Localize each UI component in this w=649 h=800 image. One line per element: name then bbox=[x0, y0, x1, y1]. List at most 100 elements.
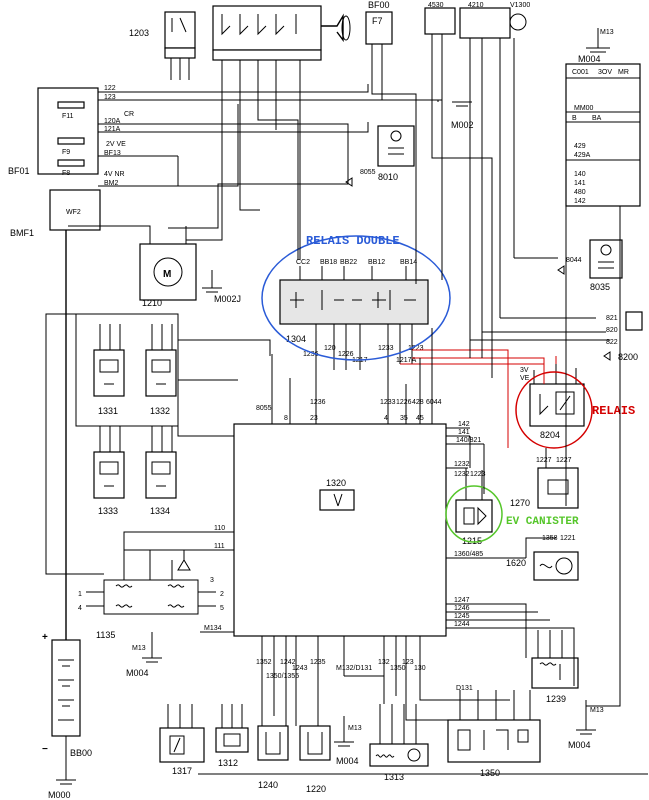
label-1350: 1350 bbox=[480, 768, 500, 778]
c1215-pin-1: 1223 bbox=[470, 471, 486, 478]
relay-bottom-5: 1217A bbox=[396, 357, 417, 364]
ecu-bottom-9: 130 bbox=[414, 665, 426, 672]
bf01-row-5: BM2 bbox=[104, 180, 119, 187]
ecu-bottom-1: 1350/1355 bbox=[266, 673, 299, 680]
ecu-top-2: 1233 bbox=[380, 399, 396, 406]
ecu-left-2: M134 bbox=[204, 625, 222, 632]
ecu-bottom-7: 1350 bbox=[390, 665, 406, 672]
label-f7: F7 bbox=[372, 16, 383, 26]
rb-head-1: 3OV bbox=[598, 69, 612, 76]
label-m002: M002 bbox=[451, 120, 474, 130]
relay-1304: 1304 CC2 BB18 BB22 BB12 BB14 1236 120 12… bbox=[279, 259, 429, 420]
c1135-pin-4: 5 bbox=[220, 605, 224, 612]
label-1270: 1270 bbox=[510, 498, 530, 508]
label-m002j: M002J bbox=[214, 294, 241, 304]
bf01-row-0: 122 bbox=[104, 85, 116, 92]
rb-mid-0: B bbox=[572, 115, 577, 122]
ecu-bottom-8: 123 bbox=[402, 659, 414, 666]
label-m000-bat: M000 bbox=[48, 790, 71, 800]
relais-double-highlight bbox=[261, 235, 451, 361]
c1270-pin-0: 1227 bbox=[536, 457, 552, 464]
fuse-box-bf01: F11 F9 F8 BF01 122 123 120A 121A BF13 BM… bbox=[8, 85, 178, 187]
ecu-right-2: 140/821 bbox=[456, 437, 481, 444]
label-bmf1: BMF1 bbox=[10, 228, 34, 238]
ecu-top-3: 1226 bbox=[396, 399, 412, 406]
label-d131: D131 bbox=[456, 685, 473, 692]
ecu-bottom-3: 1243 bbox=[292, 665, 308, 672]
c1620-pin-1: 1221 bbox=[560, 535, 576, 542]
wiring bbox=[45, 60, 621, 726]
label-8044: 8044 bbox=[566, 257, 582, 264]
indicator-8010: 8010 8055 bbox=[345, 125, 415, 187]
connector-1203: 1203 bbox=[129, 11, 196, 80]
coil-1135: 1135 1 4 2 5 3 bbox=[78, 549, 224, 640]
bf01-tag-2: 4V NR bbox=[104, 171, 125, 178]
switch-block bbox=[212, 5, 351, 96]
relay-group-1331-1334: 1331 1332 1333 1334 bbox=[75, 313, 179, 516]
label-1220: 1220 bbox=[306, 784, 326, 794]
label-8010: 8010 bbox=[378, 172, 398, 182]
bf01-tag-1: 2V VE bbox=[106, 141, 126, 148]
c1135-pin-0: 1 bbox=[78, 591, 82, 598]
label-8204: 8204 bbox=[540, 430, 560, 440]
ecu-right-4: 1360/485 bbox=[454, 551, 483, 558]
label-1620: 1620 bbox=[506, 558, 526, 568]
ecu-bottom-4: 1235 bbox=[310, 659, 326, 666]
relay-bottom-1: 120 bbox=[324, 345, 336, 352]
svg-text:+: + bbox=[42, 632, 48, 643]
label-1312: 1312 bbox=[218, 758, 238, 768]
ecu-right-6: 1246 bbox=[454, 605, 470, 612]
c1215-pin-0: 1232 bbox=[454, 471, 470, 478]
rb-row-4: 141 bbox=[574, 180, 586, 187]
label-1203: 1203 bbox=[129, 28, 149, 38]
rb-row-1: 429 bbox=[574, 143, 586, 150]
label-1210: 1210 bbox=[142, 298, 162, 308]
relay-top-2: BB22 bbox=[340, 259, 357, 266]
label-f8: F8 bbox=[62, 170, 70, 177]
label-1331: 1331 bbox=[98, 406, 118, 416]
rb-head-2: MR bbox=[618, 69, 629, 76]
rb-row-6: 142 bbox=[574, 198, 586, 205]
label-bb00: BB00 bbox=[70, 748, 92, 758]
indicator-8035: 8035 8044 bbox=[557, 239, 623, 292]
ecu-top-0: 8055 bbox=[256, 405, 272, 412]
ecu-bottom-2: 1242 bbox=[280, 659, 296, 666]
ground-m004-mid: M004 M13 bbox=[334, 716, 362, 766]
label-4210: 4210 bbox=[468, 2, 484, 9]
ground-m004-left: M004 M13 bbox=[126, 632, 162, 678]
bf01-row-4: BF13 bbox=[104, 150, 121, 157]
svg-text:−: − bbox=[42, 744, 48, 755]
bf01-row-2: 120A bbox=[104, 118, 121, 125]
label-m13-left: M13 bbox=[132, 645, 146, 652]
rb-row-0: MM00 bbox=[574, 105, 594, 112]
sensor-1270: 1270 1227 1227 bbox=[510, 448, 579, 509]
label-1240: 1240 bbox=[258, 780, 278, 790]
label-m13-top: M13 bbox=[600, 29, 614, 36]
relay-top-1: BB18 bbox=[320, 259, 337, 266]
rb-row-5: 480 bbox=[574, 189, 586, 196]
relay-bottom-0: 1236 bbox=[303, 351, 319, 358]
sensor-group-4530: 4530 4210 V1300 M002 bbox=[424, 2, 530, 130]
label-8055: 8055 bbox=[360, 169, 376, 176]
label-8200: 8200 bbox=[618, 352, 638, 362]
sensor-1240: 1240 bbox=[257, 725, 289, 790]
fuse-box-bf00: BF00 F7 bbox=[365, 0, 393, 84]
bf01-tag-0: CR bbox=[124, 111, 134, 118]
label-f11: F11 bbox=[62, 113, 74, 120]
battery: + − BB00 M000 bbox=[42, 632, 92, 800]
ecu-right-8: 1244 bbox=[454, 621, 470, 628]
ecu-right-5: 1247 bbox=[454, 597, 470, 604]
indicator-8200: 821 820 822 8200 bbox=[603, 311, 643, 362]
ecu-pin-4: 45 bbox=[416, 415, 424, 422]
sensor-1317: 1317 bbox=[159, 704, 205, 776]
ecu-1320: 1320 8055 1236 1233 1226 428 6044 8 23 4… bbox=[200, 328, 526, 716]
c1135-pin-2: 2 bbox=[220, 591, 224, 598]
relay-8204-1: VE bbox=[520, 375, 530, 382]
ground-m004-top: M004 M13 bbox=[578, 28, 614, 64]
c1270-pin-1: 1227 bbox=[556, 457, 572, 464]
relais-highlight bbox=[515, 371, 593, 449]
label-bf00: BF00 bbox=[368, 0, 390, 10]
sensor-1239: 1239 bbox=[531, 630, 579, 704]
label-8035: 8035 bbox=[590, 282, 610, 292]
relay-bottom-6: 1223 bbox=[408, 345, 424, 352]
